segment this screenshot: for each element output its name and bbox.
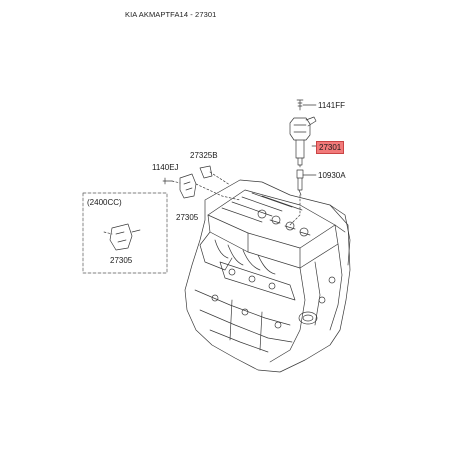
ignition-coil bbox=[289, 117, 311, 141]
callout-27301-highlight[interactable]: 27301 bbox=[316, 141, 345, 154]
bolt-1140ej bbox=[162, 177, 173, 185]
variant-label: (2400CC) bbox=[87, 198, 122, 207]
callout-1141ff: 1141FF bbox=[318, 101, 345, 110]
spark-plug bbox=[296, 169, 304, 196]
callout-27305-variant: 27305 bbox=[110, 256, 133, 265]
diagram-title: KIA AKMAPTFA14 - 27301 bbox=[125, 10, 217, 19]
variant-sensor bbox=[109, 223, 133, 251]
engine-outline bbox=[184, 179, 351, 373]
callout-1140ej: 1140EJ bbox=[152, 163, 179, 172]
callout-10930a: 10930A bbox=[318, 171, 346, 180]
bolt-1141ff bbox=[296, 99, 304, 111]
callout-27325b: 27325B bbox=[190, 151, 218, 160]
callout-27305: 27305 bbox=[176, 213, 199, 222]
variant-box bbox=[82, 192, 168, 274]
cylinder-head-top bbox=[207, 189, 336, 249]
bracket-27325b bbox=[199, 165, 213, 179]
cam-sensor bbox=[179, 173, 197, 199]
